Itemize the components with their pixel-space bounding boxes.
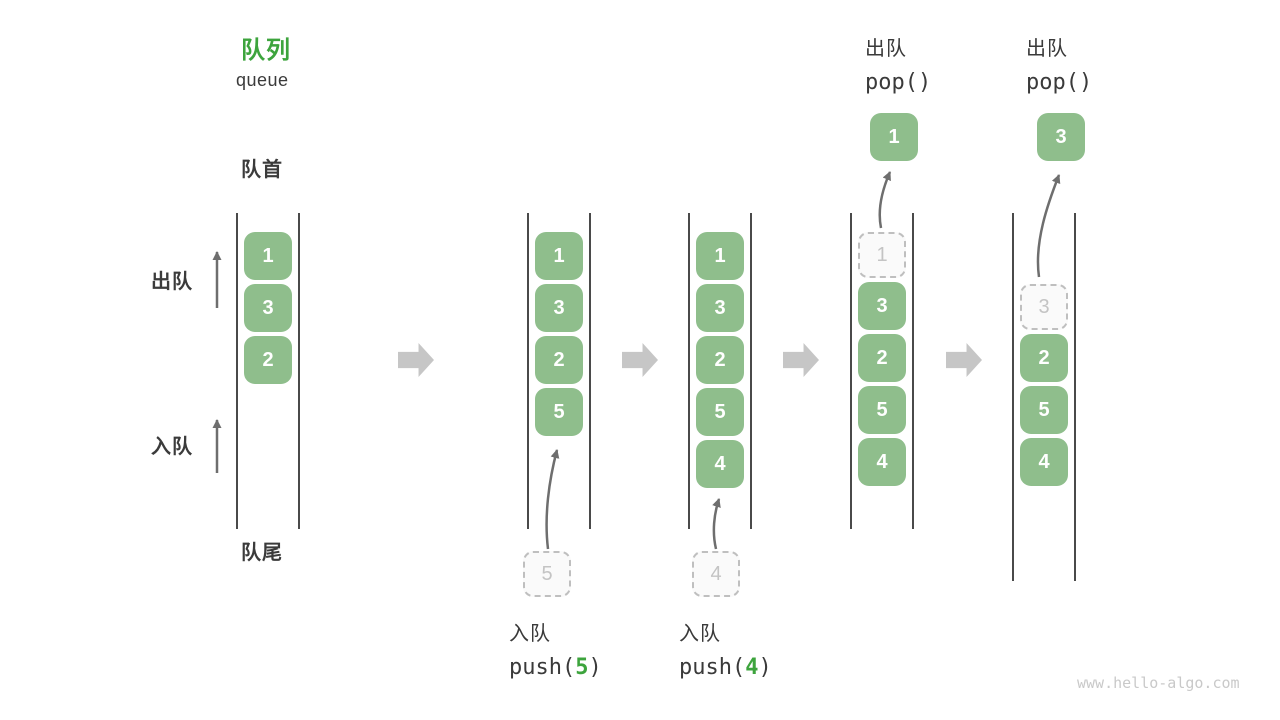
queue-stage-3: 1 3 2 5 4 <box>688 213 752 529</box>
queue-item: 3 <box>535 284 583 332</box>
dequeue-op-label: 出队 <box>1026 38 1068 60</box>
incoming-item: 4 <box>692 551 740 597</box>
stage-transition-arrow-icon <box>622 343 658 377</box>
dequeue-op-code: pop() <box>1026 70 1093 95</box>
enqueue-op-code: push(4) <box>679 655 772 680</box>
popped-item: 3 <box>1037 113 1085 161</box>
queue-stage-2: 1 3 2 5 <box>527 213 591 529</box>
incoming-item: 5 <box>523 551 571 597</box>
diagram-subtitle: queue <box>236 70 289 90</box>
dequeue-op-label: 出队 <box>865 38 907 60</box>
queue-item: 2 <box>1020 334 1068 382</box>
queue-item: 5 <box>858 386 906 434</box>
queue-item: 1 <box>535 232 583 280</box>
op-argument: 4 <box>745 655 759 680</box>
dequeue-op-code: pop() <box>865 70 932 95</box>
queue-front-label: 队首 <box>241 159 283 181</box>
enqueue-operation: 入队 push(4) <box>679 617 772 680</box>
queue-item: 1 <box>244 232 292 280</box>
queue-stage-1: 1 3 2 <box>236 213 300 529</box>
dequeue-operation: 出队 pop() <box>865 32 931 95</box>
dequeue-operation: 出队 pop() <box>1026 32 1092 95</box>
queue-item: 5 <box>1020 386 1068 434</box>
dequeue-side-label: 出队 <box>151 271 193 293</box>
watermark: www.hello-algo.com <box>1077 674 1240 692</box>
queue-item: 4 <box>858 438 906 486</box>
popped-item: 1 <box>870 113 918 161</box>
queue-item: 3 <box>244 284 292 332</box>
queue-item: 1 <box>696 232 744 280</box>
diagram-title: 队列 <box>241 37 291 64</box>
stage-transition-arrow-icon <box>783 343 819 377</box>
queue-item: 2 <box>696 336 744 384</box>
queue-item-ghost: 3 <box>1020 284 1068 330</box>
queue-item: 5 <box>696 388 744 436</box>
queue-item: 4 <box>696 440 744 488</box>
queue-item: 2 <box>535 336 583 384</box>
queue-item: 2 <box>244 336 292 384</box>
queue-item: 5 <box>535 388 583 436</box>
enqueue-operation: 入队 push(5) <box>509 617 602 680</box>
queue-item-ghost: 1 <box>858 232 906 278</box>
queue-rear-label: 队尾 <box>241 542 283 564</box>
queue-item: 2 <box>858 334 906 382</box>
enqueue-op-label: 入队 <box>509 623 551 645</box>
queue-stage-4: 1 3 2 5 4 <box>850 213 914 529</box>
enqueue-op-label: 入队 <box>679 623 721 645</box>
stage-transition-arrow-icon <box>398 343 434 377</box>
enqueue-op-code: push(5) <box>509 655 602 680</box>
stage-transition-arrow-icon <box>946 343 982 377</box>
queue-stage-5: 3 2 5 4 <box>1012 213 1076 581</box>
enqueue-side-label: 入队 <box>151 436 193 458</box>
op-argument: 5 <box>575 655 589 680</box>
queue-item: 4 <box>1020 438 1068 486</box>
queue-item: 3 <box>858 282 906 330</box>
queue-item: 3 <box>696 284 744 332</box>
